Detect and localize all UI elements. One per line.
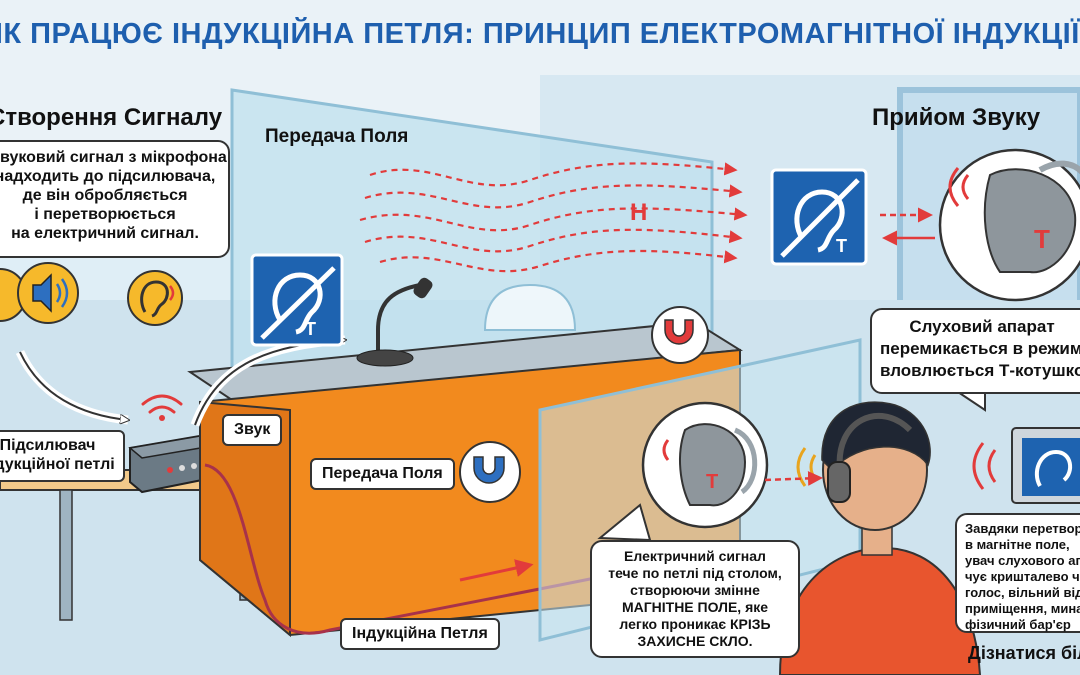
page-title: ЯК ПРАЦЮЄ ІНДУКЦІЙНА ПЕТЛЯ: ПРИНЦИП ЕЛЕК…	[0, 18, 1080, 50]
headphones-icon	[796, 412, 913, 503]
hearing-aid-icon	[641, 401, 769, 529]
hearing-loop-sign-icon	[972, 427, 1080, 504]
callout-loop-current: Електричний сигнал тече по петлі під сто…	[590, 540, 800, 658]
desk-side	[199, 400, 291, 638]
hearing-loop-sign-icon	[770, 168, 868, 266]
current-arrow	[459, 559, 534, 582]
magnet-icon	[459, 441, 521, 503]
t-mark: T	[836, 236, 847, 256]
label-field-transfer: Передача Поля	[310, 458, 455, 490]
t-mark: T	[706, 471, 718, 493]
listener-person	[778, 401, 982, 675]
label-induction-loop: Індукційна Петля	[340, 618, 500, 650]
speaker-icon	[17, 262, 79, 324]
label-sound: Звук	[222, 414, 283, 446]
hearing-aid-icon	[938, 148, 1080, 302]
hearing-loop-sign-icon	[250, 253, 344, 347]
wifi-waves-icon	[141, 394, 183, 421]
section-header-reception: Прийом Звуку	[872, 104, 1041, 131]
learn-more-link[interactable]: Дізнатися більше	[968, 643, 1080, 663]
label-amplifier: Підсилювач індукційної петлі	[0, 430, 125, 482]
signal-arrow	[764, 470, 823, 486]
callout-pointer	[597, 503, 652, 542]
callout-signal-creation: Звуковий сигнал з мікрофона надходить до…	[0, 140, 230, 258]
section-header-signal: Створення Сигналу	[0, 104, 223, 131]
section-header-field: Передача Поля	[265, 126, 409, 147]
induction-loop-wire	[204, 463, 761, 635]
ear-icon	[127, 270, 183, 326]
magnetic-field-waves	[359, 162, 748, 273]
table-leg	[59, 489, 73, 621]
t-mark: T	[305, 319, 316, 339]
magnet-icon	[651, 306, 709, 364]
microphone-icon	[356, 277, 433, 367]
callout-listener: Завдяки перетворенню в магнітне поле, ув…	[955, 513, 1080, 633]
glass-speaking-hole	[483, 283, 577, 331]
flow-arrow-outline	[19, 351, 128, 420]
callout-hearing-aid: Слуховий апарат перемикається в режим, в…	[870, 308, 1080, 394]
field-letter: H	[630, 199, 647, 226]
t-mark: T	[1034, 224, 1050, 254]
